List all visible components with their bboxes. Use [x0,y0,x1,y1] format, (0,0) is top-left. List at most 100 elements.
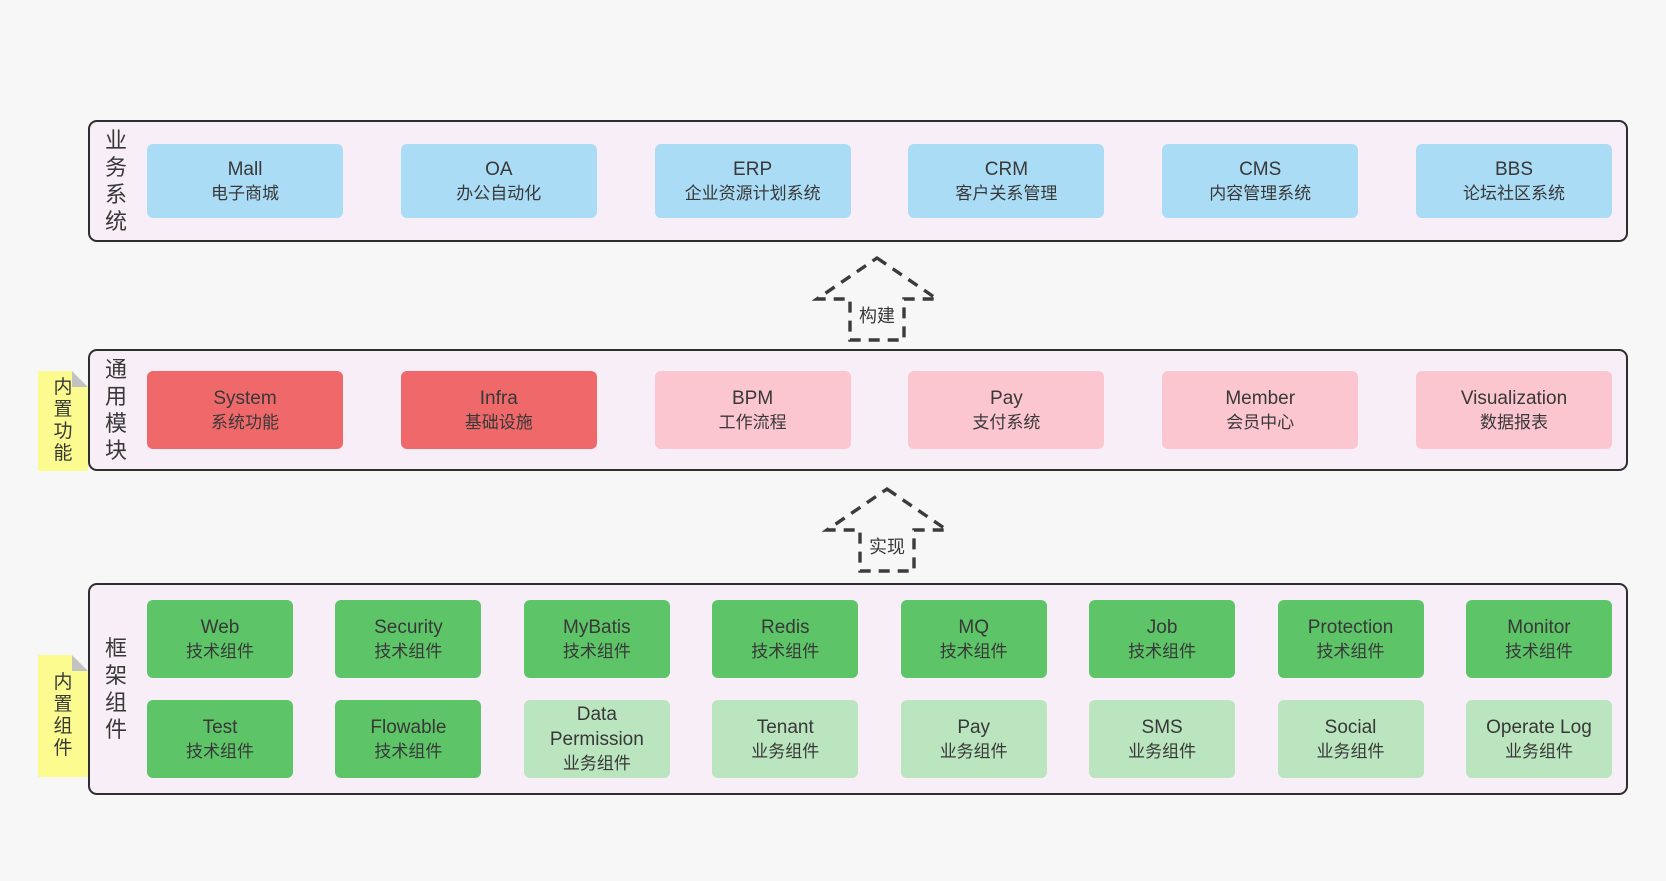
note-built-in-features: 内置功能 [38,371,88,471]
box-title: Infra [479,387,518,409]
box-title: Operate Log [1486,716,1592,738]
box-subtitle: 技术组件 [1128,641,1197,661]
framework-components-box-job: Job 技术组件 [1089,600,1236,678]
box-subtitle: 技术组件 [374,741,443,761]
box-title: CMS [1239,158,1282,180]
layer-business-label: 业务系统 [104,128,127,234]
arrow-implement-label: 实现 [865,532,909,560]
box-title: Security [374,616,443,638]
box-subtitle: 业务组件 [1504,741,1573,761]
box-subtitle: 技术组件 [1316,641,1385,661]
box-title: Tenant [756,716,814,738]
box-subtitle: 业务组件 [939,741,1008,761]
arrow-build: 构建 [812,255,942,343]
up-arrow-icon [812,255,942,342]
business-systems-box-mall: Mall 电子商城 [147,144,343,218]
framework-components-box-flowable: Flowable 技术组件 [335,700,482,778]
box-title: MQ [958,616,989,638]
framework-components-box-protection: Protection 技术组件 [1277,600,1424,678]
box-subtitle: 电子商城 [211,183,279,203]
framework-components-box-social: Social 业务组件 [1277,700,1424,778]
box-title: Monitor [1507,616,1571,638]
up-arrow-icon [822,486,952,573]
framework-components-box-redis: Redis 技术组件 [712,600,859,678]
layer-modules-label: 通用模块 [104,357,127,463]
box-subtitle: 支付系统 [972,412,1041,432]
box-subtitle: 数据报表 [1479,412,1548,432]
common-modules-box-member: Member 会员中心 [1162,371,1359,449]
box-subtitle: 技术组件 [562,641,631,661]
box-subtitle: 内容管理系统 [1209,183,1312,203]
box-title: Data Permission [549,704,644,750]
common-modules-box-system: System 系统功能 [147,371,343,449]
folded-corner-icon [72,371,88,387]
common-modules-box-visualization: Visualization 数据报表 [1415,371,1612,449]
box-title: BPM [732,387,774,409]
box-subtitle: 业务组件 [1316,741,1385,761]
box-title: CRM [984,158,1029,180]
framework-components-box-sms: SMS 业务组件 [1089,700,1236,778]
framework-components-box-monitor: Monitor 技术组件 [1465,600,1612,678]
box-title: Job [1146,616,1178,638]
box-title: BBS [1494,158,1533,180]
box-title: SMS [1141,716,1183,738]
box-subtitle: 业务组件 [1128,741,1197,761]
note-built-in-components: 内置组件 [38,655,88,777]
box-title: Member [1225,387,1296,409]
box-title: Redis [760,616,810,638]
box-subtitle: 技术组件 [1504,641,1573,661]
box-title: MyBatis [563,616,631,638]
box-subtitle: 技术组件 [751,641,820,661]
layer-components-label: 框架组件 [104,636,127,742]
box-title: System [213,387,277,409]
framework-components-box-mybatis: MyBatis 技术组件 [523,600,670,678]
common-modules-box-infra: Infra 基础设施 [400,371,597,449]
arrow-implement: 实现 [822,486,952,574]
framework-components-box-mq: MQ 技术组件 [900,600,1047,678]
note-built-in-components-label: 内置组件 [53,672,73,759]
box-subtitle: 业务组件 [751,741,820,761]
box-title: ERP [733,158,773,180]
framework-components-box-test: Test 技术组件 [147,700,293,778]
box-title: Mall [227,158,263,180]
common-modules-box-pay: Pay 支付系统 [908,371,1105,449]
framework-components-box-data-permission: Data Permission 业务组件 [523,700,670,778]
box-subtitle: 工作流程 [718,412,787,432]
framework-components-box-tenant: Tenant 业务组件 [712,700,859,778]
box-title: Protection [1307,616,1394,638]
framework-components-box-web: Web 技术组件 [147,600,293,678]
box-subtitle: 基础设施 [464,412,533,432]
business-systems-box-cms: CMS 内容管理系统 [1162,144,1359,218]
box-title: Pay [990,387,1023,409]
box-title: Flowable [370,716,447,738]
box-subtitle: 会员中心 [1226,412,1295,432]
box-title: Test [202,716,238,738]
box-title: Web [200,616,240,638]
box-subtitle: 技术组件 [186,641,254,661]
box-subtitle: 业务组件 [562,754,631,773]
box-subtitle: 技术组件 [939,641,1008,661]
box-subtitle: 技术组件 [186,741,254,761]
common-modules-row-1: System 系统功能 Infra 基础设施 BPM 工作流程 Pay 支付系统 Member 会… [147,371,1612,449]
box-subtitle: 系统功能 [211,412,279,432]
note-built-in-features-label: 内置功能 [53,377,73,464]
box-title: Social [1324,716,1377,738]
box-title: Visualization [1460,387,1568,409]
framework-components-box-operate-log: Operate Log 业务组件 [1465,700,1612,778]
layer-common-modules: 通用模块 System 系统功能 Infra 基础设施 BPM 工作流程 Pay 支付系统 Me… [88,349,1628,471]
folded-corner-icon [72,655,88,671]
box-title: OA [485,158,513,180]
